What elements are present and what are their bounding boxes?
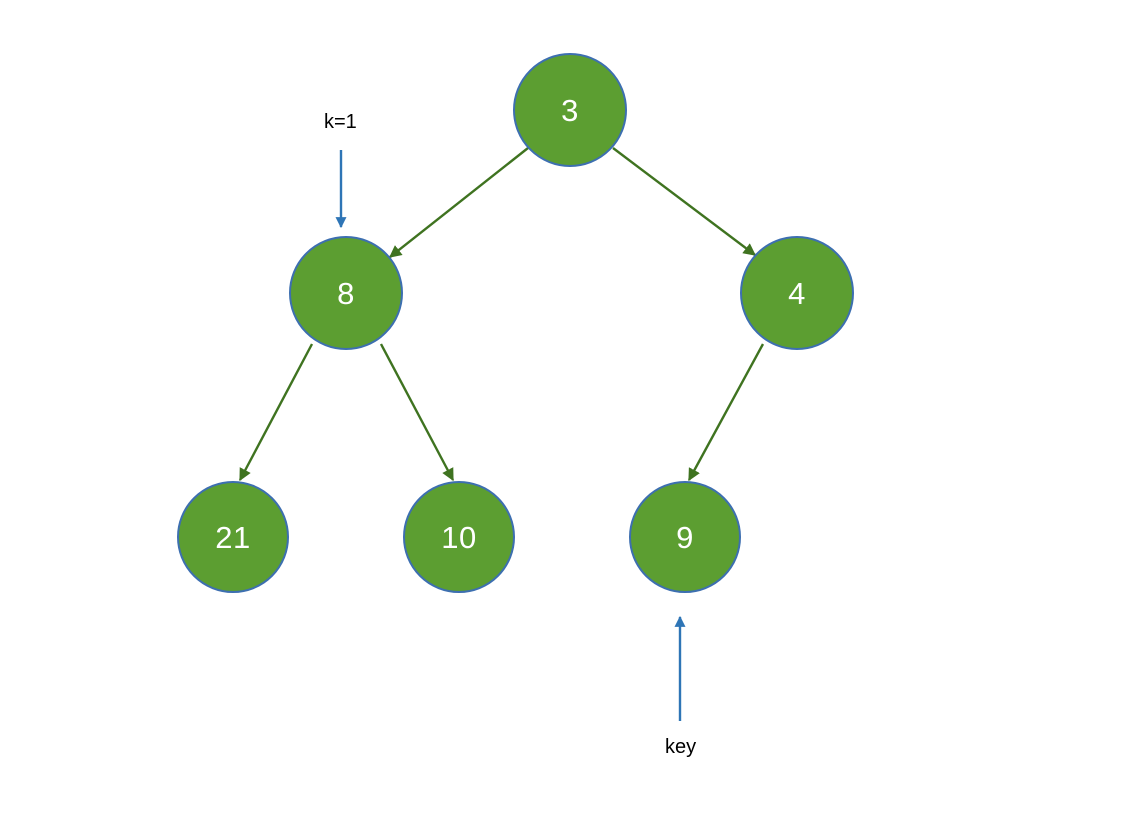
tree-node-label: 4 xyxy=(788,275,806,311)
key-annotation-label: key xyxy=(665,736,697,758)
tree-edge-left-to-lr xyxy=(379,343,455,482)
tree-node-10[interactable]: 10 xyxy=(403,481,515,593)
tree-node-label: 21 xyxy=(215,519,251,555)
tree-edge-right-to-rl xyxy=(687,343,765,482)
tree-node-4[interactable]: 4 xyxy=(740,236,854,350)
tree-edge-root-to-left xyxy=(389,147,529,258)
tree-node-21[interactable]: 21 xyxy=(177,481,289,593)
tree-node-label: 10 xyxy=(441,519,477,555)
annotation-arrows xyxy=(335,150,686,721)
k-annotation-label: k=1 xyxy=(324,111,357,133)
tree-edge-root-to-right xyxy=(612,147,756,256)
tree-edge-left-to-ll xyxy=(238,343,314,482)
tree-node-label: 8 xyxy=(337,275,355,311)
tree-edges xyxy=(238,147,765,482)
tree-node-9[interactable]: 9 xyxy=(629,481,741,593)
tree-node-3[interactable]: 3 xyxy=(513,53,627,167)
tree-node-8[interactable]: 8 xyxy=(289,236,403,350)
tree-node-label: 9 xyxy=(676,519,694,555)
tree-node-label: 3 xyxy=(561,92,579,128)
